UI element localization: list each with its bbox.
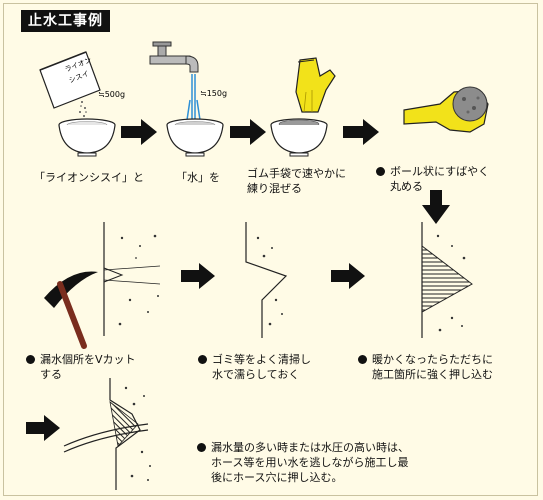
pickaxe-icon (44, 271, 98, 349)
arrow-down-icon (422, 190, 450, 224)
arrow-right-icon (331, 263, 365, 289)
mixing-bowl-1-icon (58, 118, 116, 157)
water-stream (186, 74, 201, 122)
powder-bag-icon: ライオン シスイ (39, 51, 101, 109)
glove-mixing-icon (295, 57, 336, 113)
glove-ball-icon (403, 86, 489, 133)
powder-stream (78, 101, 87, 125)
figure-frame (3, 3, 538, 496)
mixing-bowl-2-icon (166, 118, 224, 157)
mixing-bowl-3-icon (270, 118, 328, 157)
faucet-icon (149, 41, 199, 73)
arrow-right-icon (181, 263, 215, 289)
arrow-right-icon (230, 119, 266, 145)
page-title: 止水工事例 (21, 10, 110, 32)
step-6-caption: ゴミ等をよく清掃し 水で濡らしておく (198, 352, 311, 382)
step-5-caption: 漏水個所をVカット する (26, 352, 136, 382)
arrow-right-icon (343, 119, 379, 145)
wall-groove-icon (245, 222, 288, 338)
step-4-caption: ボール状にすばやく 丸める (376, 164, 489, 194)
powder-amount-label: ≒500g (98, 90, 125, 99)
wall-filled-icon (421, 222, 473, 338)
arrow-right-icon (26, 415, 60, 441)
step-7-caption: 暖かくなったらただちに 施工箇所に強く押し込む (358, 352, 493, 382)
water-amount-label: ≒150g (200, 89, 227, 98)
wall-hose-icon (63, 378, 151, 490)
step-2-caption: 「水」を (176, 171, 220, 184)
step-3-caption: ゴム手袋で速やかに 練り混ぜる (247, 167, 346, 195)
step-8-caption: 漏水量の多い時または水圧の高い時は、 ホース等を用い水を逃しながら施工し最 後に… (197, 440, 409, 485)
step-1-caption: 「ライオンシスイ」と (34, 171, 144, 184)
arrow-right-icon (121, 119, 157, 145)
wall-vcut-icon (103, 222, 161, 336)
